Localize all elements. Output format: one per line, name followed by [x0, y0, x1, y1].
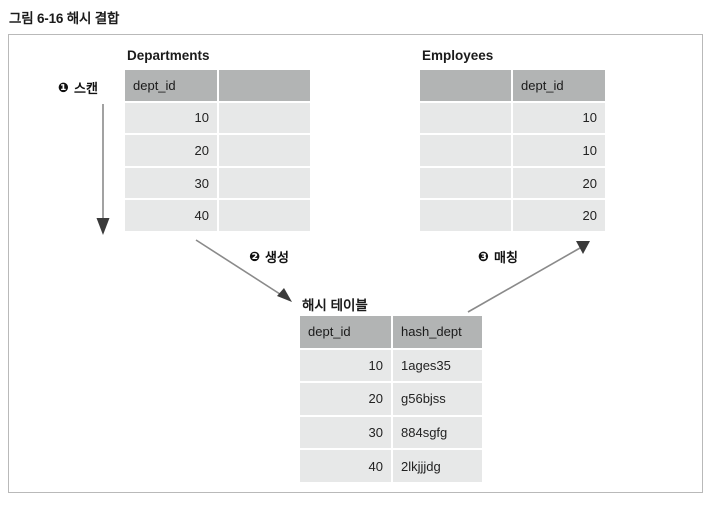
cell-blank [420, 135, 511, 166]
step-3-number: ❸ [478, 249, 490, 264]
figure-caption: 그림 6-16 해시 결합 [9, 11, 120, 26]
step-2-number: ❷ [249, 249, 261, 264]
column-header-dept-id: dept_id [300, 316, 391, 348]
cell-blank [420, 167, 511, 199]
table-header-row: dept_id [420, 70, 605, 101]
table-row: 10 [420, 102, 605, 134]
cell-dept-id: 20 [300, 383, 391, 415]
table-row: 20 [420, 167, 605, 199]
cell-dept-id: 10 [300, 349, 391, 382]
column-header-hash-dept: hash_dept [393, 316, 482, 348]
departments-table-title: Departments [127, 48, 210, 63]
table-row: 20 g56bjss [300, 383, 482, 415]
cell-blank [219, 200, 310, 231]
table-header-row: dept_id [125, 70, 310, 101]
cell-hash-dept: 2lkjjjdg [393, 450, 482, 482]
step-1-number: ❶ [58, 80, 70, 95]
cell-dept-id: 20 [513, 167, 605, 199]
cell-dept-id: 40 [300, 450, 391, 482]
column-header-dept-id: dept_id [125, 70, 217, 101]
cell-hash-dept: 1ages35 [393, 349, 482, 382]
column-header-blank [420, 70, 511, 101]
departments-table: Departments dept_id 10 20 30 40 [125, 48, 310, 231]
step-2-label: 생성 [265, 250, 289, 265]
column-header-blank [219, 70, 310, 101]
table-row: 40 2lkjjjdg [300, 450, 482, 482]
cell-blank [219, 167, 310, 199]
cell-hash-dept: 884sgfg [393, 416, 482, 449]
cell-hash-dept: g56bjss [393, 383, 482, 415]
table-header-row: dept_id hash_dept [300, 316, 482, 348]
cell-dept-id: 30 [300, 416, 391, 449]
cell-dept-id: 20 [513, 200, 605, 231]
table-row: 30 884sgfg [300, 416, 482, 449]
step-3-label: 매칭 [494, 250, 518, 265]
cell-dept-id: 10 [125, 102, 217, 134]
hash-table-title: 해시 테이블 [302, 298, 368, 313]
cell-dept-id: 10 [513, 102, 605, 134]
table-row: 20 [125, 135, 310, 166]
cell-dept-id: 30 [125, 167, 217, 199]
cell-dept-id: 20 [125, 135, 217, 166]
table-row: 20 [420, 200, 605, 231]
step-3-match: ❸ 매칭 [478, 247, 518, 266]
table-row: 10 [125, 102, 310, 134]
table-row: 10 [420, 135, 605, 166]
cell-dept-id: 10 [513, 135, 605, 166]
cell-blank [420, 102, 511, 134]
table-row: 10 1ages35 [300, 349, 482, 382]
cell-blank [420, 200, 511, 231]
step-1-label: 스캔 [74, 81, 98, 96]
column-header-dept-id: dept_id [513, 70, 605, 101]
cell-blank [219, 102, 310, 134]
table-row: 30 [125, 167, 310, 199]
table-row: 40 [125, 200, 310, 231]
employees-table-title: Employees [422, 48, 494, 63]
employees-table: Employees dept_id 10 10 20 20 [420, 48, 605, 231]
hash-table: 해시 테이블 dept_id hash_dept 10 1ages35 20 g… [300, 298, 482, 482]
cell-blank [219, 135, 310, 166]
cell-dept-id: 40 [125, 200, 217, 231]
step-2-build: ❷ 생성 [249, 247, 289, 266]
step-1-scan: ❶ 스캔 [58, 78, 98, 97]
